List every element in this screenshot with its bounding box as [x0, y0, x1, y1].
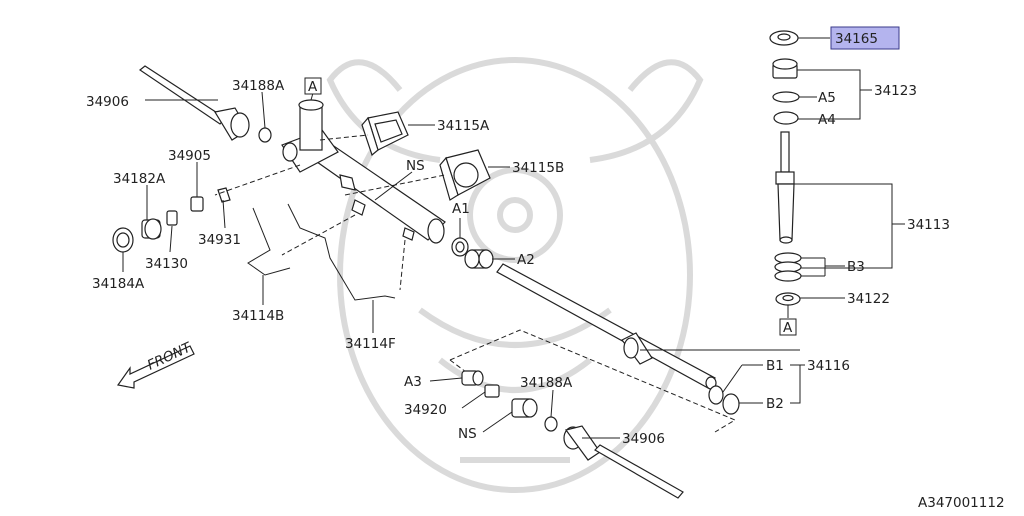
- label-34920[interactable]: 34920: [404, 402, 447, 418]
- highlight-34165[interactable]: [830, 26, 900, 50]
- label-34114b[interactable]: 34114B: [232, 308, 284, 324]
- seal-a4[interactable]: [773, 111, 799, 125]
- mount-34115a[interactable]: [361, 111, 409, 157]
- label-b3: B3: [847, 259, 865, 275]
- label-a3: A3: [404, 374, 422, 390]
- label-box-a-top: A: [308, 79, 318, 95]
- label-34115a[interactable]: 34115A: [437, 118, 490, 134]
- o-ring-b2[interactable]: [722, 393, 740, 415]
- label-34123[interactable]: 34123: [874, 83, 917, 99]
- label-34116[interactable]: 34116: [807, 358, 850, 374]
- clip-34130[interactable]: [166, 210, 178, 226]
- diagram-id: A347001112: [918, 495, 1005, 511]
- leader-lines: [122, 37, 905, 439]
- pinion-34113[interactable]: [775, 131, 795, 244]
- ref-box-a-top: [304, 77, 322, 95]
- label-a1: A1: [452, 201, 470, 217]
- label-34114f[interactable]: 34114F: [345, 336, 396, 352]
- label-ns-bottom: NS: [458, 426, 477, 442]
- mount-34115b[interactable]: [439, 149, 491, 201]
- washer-34188a-top[interactable]: [258, 127, 272, 143]
- boot-34182a[interactable]: [141, 218, 162, 240]
- label-34188a-top[interactable]: 34188A: [232, 78, 285, 94]
- label-box-a-right: A: [783, 320, 793, 336]
- label-34130[interactable]: 34130: [145, 256, 188, 272]
- ref-box-a-right: [779, 318, 797, 336]
- label-34115b[interactable]: 34115B: [512, 160, 564, 176]
- label-34931[interactable]: 34931: [198, 232, 241, 248]
- o-ring-a5[interactable]: [772, 91, 800, 103]
- label-34906-bottom[interactable]: 34906: [622, 431, 665, 447]
- label-34165[interactable]: 34165: [835, 31, 878, 47]
- label-34113[interactable]: 34113: [907, 217, 950, 233]
- seal-34122[interactable]: [775, 292, 801, 306]
- label-ns-top: NS: [406, 158, 425, 174]
- bearing-b3[interactable]: [774, 252, 802, 282]
- bushing-34920[interactable]: [484, 384, 500, 398]
- label-34906-top[interactable]: 34906: [86, 94, 129, 110]
- o-ring-b1[interactable]: [708, 385, 724, 405]
- tie-rod-top[interactable]: [138, 65, 250, 141]
- band-34905[interactable]: [190, 196, 204, 212]
- bushing-a2[interactable]: [464, 249, 494, 269]
- pipe-34114b[interactable]: [247, 207, 291, 276]
- label-a5: A5: [818, 90, 836, 106]
- seal-cap-34165[interactable]: [769, 30, 799, 46]
- label-34122[interactable]: 34122: [847, 291, 890, 307]
- bushing-a3[interactable]: [461, 370, 484, 386]
- rack-bar[interactable]: [496, 263, 717, 390]
- washer-34188a-bottom[interactable]: [544, 416, 558, 432]
- label-34182a[interactable]: 34182A: [113, 171, 166, 187]
- bushing-a1[interactable]: [451, 237, 469, 257]
- label-b1: B1: [766, 358, 784, 374]
- tie-rod-bottom[interactable]: [563, 425, 684, 499]
- label-front: FRONT: [145, 339, 195, 374]
- label-a4: A4: [818, 112, 836, 128]
- callout-labels: 34906 34188A A 34115A NS 34115B 34905 34…: [86, 31, 1005, 511]
- label-b2: B2: [766, 396, 784, 412]
- label-34905[interactable]: 34905: [168, 148, 211, 164]
- label-34184a[interactable]: 34184A: [92, 276, 145, 292]
- front-arrow: [116, 345, 195, 389]
- boot-ns-bottom[interactable]: [511, 398, 538, 418]
- pipe-34114f[interactable]: [287, 203, 396, 301]
- clamp-34931[interactable]: [217, 187, 231, 203]
- label-34188a-bottom[interactable]: 34188A: [520, 375, 573, 391]
- lock-nut-34123[interactable]: [772, 58, 798, 79]
- label-a2: A2: [517, 252, 535, 268]
- boot-34184a[interactable]: [112, 227, 134, 253]
